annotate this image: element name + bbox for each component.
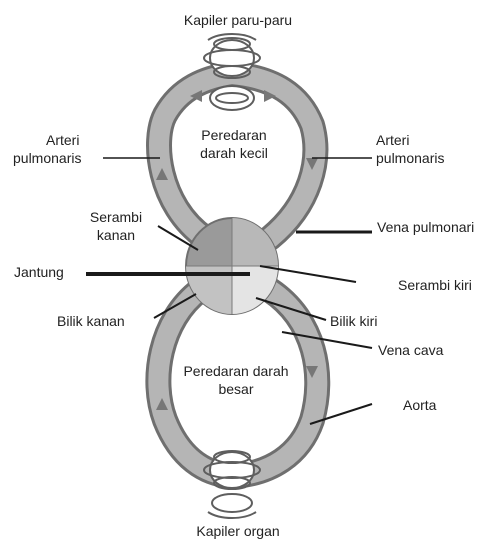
label-right-ventricle-text: Bilik kanan — [57, 312, 125, 330]
label-pulmonary-vein-text: Vena pulmonari — [377, 218, 474, 236]
label-right-ventricle: Bilik kanan — [57, 312, 125, 330]
label-capillary-bottom: Kapiler organ — [178, 522, 298, 540]
label-pulmonary-vein: Vena pulmonari — [377, 218, 474, 236]
label-artery-left-line2: pulmonaris — [13, 149, 81, 167]
label-aorta-text: Aorta — [403, 396, 436, 414]
label-capillary-top: Kapiler paru-paru — [170, 11, 306, 29]
label-capillary-top-text: Kapiler paru-paru — [170, 11, 306, 29]
label-right-atrium-line1: Serambi — [74, 208, 158, 226]
label-large-circulation: Peredaran darah besar — [180, 362, 292, 398]
label-small-circulation: Peredaran darah kecil — [186, 126, 282, 162]
label-small-circulation-line1: Peredaran — [186, 126, 282, 144]
label-vena-cava: Vena cava — [378, 341, 443, 359]
label-left-ventricle-text: Bilik kiri — [330, 312, 377, 330]
label-artery-right-line2: pulmonaris — [376, 149, 444, 167]
label-right-atrium-line2: kanan — [74, 226, 158, 244]
label-capillary-bottom-text: Kapiler organ — [178, 522, 298, 540]
label-vena-cava-text: Vena cava — [378, 341, 443, 359]
label-large-circulation-line1: Peredaran darah — [180, 362, 292, 380]
label-large-circulation-line2: besar — [180, 380, 292, 398]
label-heart: Jantung — [14, 263, 64, 281]
label-right-atrium: Serambi kanan — [74, 208, 158, 244]
label-heart-text: Jantung — [14, 263, 64, 281]
label-aorta: Aorta — [403, 396, 436, 414]
label-left-atrium: Serambi kiri — [398, 276, 472, 294]
label-left-atrium-text: Serambi kiri — [398, 276, 472, 294]
label-left-ventricle: Bilik kiri — [330, 312, 377, 330]
leader-vena-cava — [282, 332, 372, 348]
label-artery-right-line1: Arteri — [376, 131, 444, 149]
label-artery-right: Arteri pulmonaris — [376, 131, 444, 167]
label-small-circulation-line2: darah kecil — [186, 144, 282, 162]
label-artery-left: Arteri pulmonaris — [13, 131, 81, 167]
label-artery-left-line1: Arteri — [13, 131, 81, 149]
